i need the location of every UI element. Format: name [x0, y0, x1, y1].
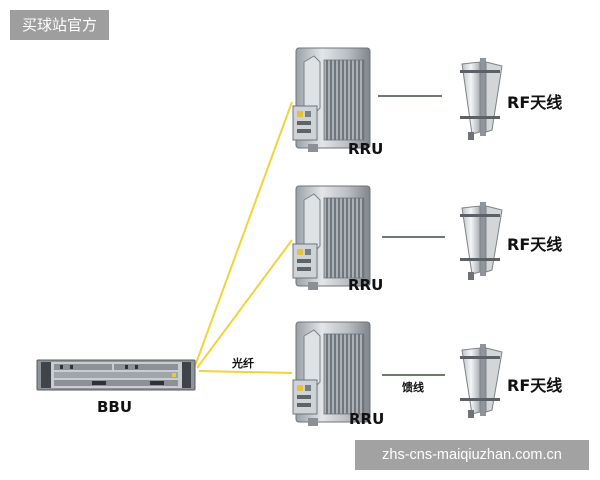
bbu-device [36, 359, 196, 391]
fiber-link-2 [196, 239, 293, 369]
rru-device-2 [292, 185, 371, 290]
antenna-device-3 [460, 344, 503, 418]
antenna-label-1: RF天线 [507, 93, 563, 112]
fiber-link-3 [198, 370, 293, 374]
antenna-device-2 [460, 202, 503, 280]
rru-label-2: RRU [348, 276, 384, 294]
fiber-link-1 [194, 101, 293, 367]
fiber-links [194, 101, 293, 374]
bbu-label: BBU [97, 398, 133, 416]
watermark-top-left: 买球站官方 [10, 10, 109, 40]
rru-device-3 [292, 321, 371, 426]
rru-device-1 [292, 47, 371, 152]
rru-label-3: RRU [349, 410, 385, 428]
fiber-label: 光纤 [232, 357, 254, 370]
feeder-label: 馈线 [402, 381, 424, 394]
rru-label-1: RRU [348, 140, 384, 158]
antenna-label-3: RF天线 [507, 376, 563, 395]
feeder-links [378, 95, 445, 376]
antenna-device-1 [460, 58, 503, 140]
antenna-label-2: RF天线 [507, 235, 563, 254]
watermark-bottom-right: zhs-cns-maiqiuzhan.com.cn [355, 440, 589, 470]
